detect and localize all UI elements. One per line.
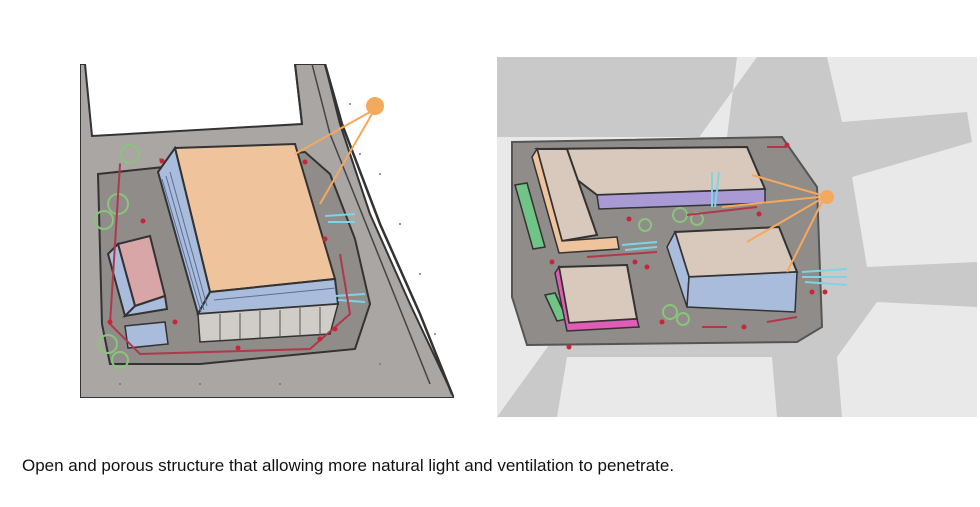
pedestrian-markers	[107, 158, 338, 351]
wind-arrows	[621, 171, 848, 286]
figure-caption: Open and porous structure that allowing …	[22, 456, 675, 475]
existing-site-drawing	[80, 64, 454, 398]
wind-arrows	[324, 213, 366, 303]
tree-icons	[94, 144, 140, 369]
pedestrian-markers	[549, 142, 828, 350]
existing-site-sketch	[80, 64, 454, 398]
circulation-arrows	[586, 146, 798, 328]
sun-icon	[820, 190, 834, 204]
proposed-site-drawing	[497, 57, 977, 417]
southwest-block-pink-facade	[554, 265, 640, 332]
east-block-blue-facade-south	[686, 271, 798, 313]
podium	[197, 303, 339, 343]
circulation-path	[108, 163, 352, 356]
sunlight-rays	[294, 111, 373, 205]
proposed-site-sketch	[497, 57, 977, 417]
east-block-roof	[673, 225, 799, 279]
west-block-orange-facade	[531, 147, 620, 254]
sun-icon	[366, 97, 384, 115]
green-strip-west	[514, 182, 546, 250]
southwest-block-roof	[557, 263, 639, 325]
sunlight-rays	[721, 174, 823, 273]
